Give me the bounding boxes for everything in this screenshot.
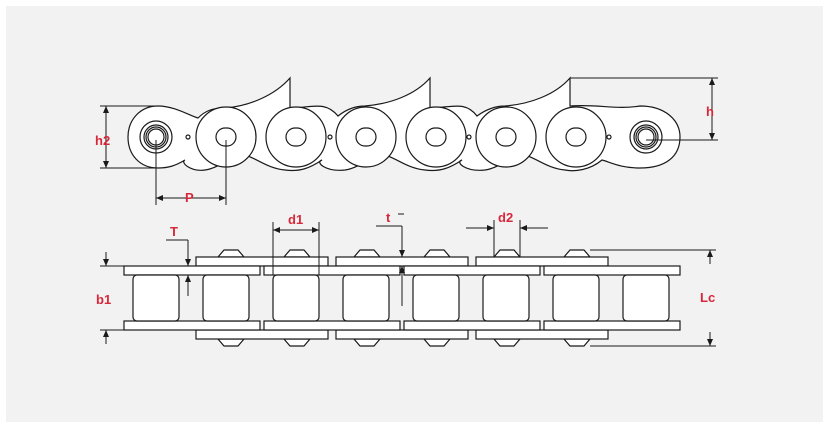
chain-side-view xyxy=(127,76,681,172)
label-h2: h2 xyxy=(95,133,110,148)
label-d2: d2 xyxy=(498,210,513,225)
label-b1: b1 xyxy=(96,292,111,307)
label-h: h xyxy=(706,104,714,119)
label-t: t xyxy=(386,210,391,225)
drawing-frame xyxy=(6,6,823,422)
label-T: T xyxy=(170,224,178,239)
end-pin xyxy=(139,120,173,154)
label-P: P xyxy=(185,190,194,205)
label-d1: d1 xyxy=(288,212,303,227)
label-Lc: Lc xyxy=(700,290,715,305)
dimension-lines-bottom xyxy=(100,220,716,347)
dimension-lines-top xyxy=(100,77,718,205)
chain-top-view xyxy=(123,249,681,347)
dimension-labels: h2 P h T t d1 d2 b1 Lc xyxy=(95,104,715,307)
end-pin xyxy=(629,120,663,154)
